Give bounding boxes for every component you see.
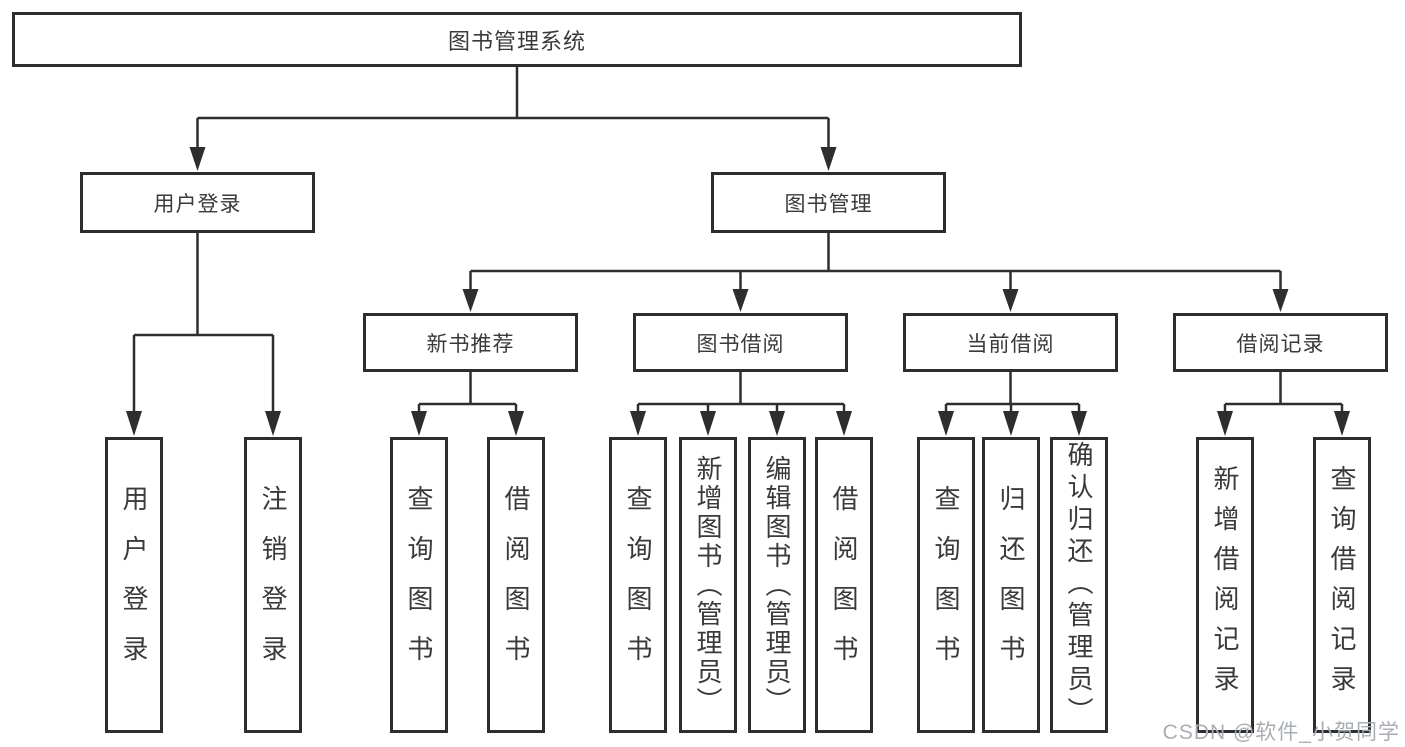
leaf-label: 确认归还（管理员） [1064,441,1094,729]
leaf-label: 查询图书 [931,485,961,685]
node-label: 用户登录 [153,192,242,216]
leaf-user-login: 用户登录 [105,437,163,733]
leaf-label: 新增借阅记录 [1210,465,1240,705]
node-new-book-recommend: 新书推荐 [363,313,578,372]
leaf-label: 新增图书（管理员） [693,454,723,716]
leaf-label: 查询图书 [623,485,653,685]
node-label: 图书借阅 [696,332,785,356]
node-borrow-records: 借阅记录 [1173,313,1388,372]
node-book-management: 图书管理 [711,172,946,233]
leaf-edit-books-admin: 编辑图书（管理员） [748,437,806,733]
leaf-query-books-2: 查询图书 [609,437,667,733]
leaf-add-borrow-record: 新增借阅记录 [1196,437,1254,733]
node-label: 图书管理系统 [447,28,586,54]
leaf-query-books-1: 查询图书 [390,437,448,733]
node-root-system: 图书管理系统 [12,12,1022,67]
node-label: 借阅记录 [1236,332,1325,356]
leaf-return-books: 归还图书 [982,437,1040,733]
leaf-label: 编辑图书（管理员） [762,454,792,716]
leaf-label: 归还图书 [996,485,1026,685]
leaf-query-books-3: 查询图书 [917,437,975,733]
leaf-borrow-books-1: 借阅图书 [487,437,545,733]
node-current-borrow: 当前借阅 [903,313,1118,372]
leaf-add-books-admin: 新增图书（管理员） [679,437,737,733]
leaf-confirm-return-admin: 确认归还（管理员） [1050,437,1108,733]
leaf-label: 用户登录 [119,485,149,685]
leaf-label: 借阅图书 [829,485,859,685]
leaf-label: 查询图书 [404,485,434,685]
leaf-logout: 注销登录 [244,437,302,733]
leaf-label: 查询借阅记录 [1327,465,1357,705]
node-book-borrow: 图书借阅 [633,313,848,372]
csdn-watermark: CSDN @软件_小贺同学 [1162,721,1400,744]
node-user-login: 用户登录 [80,172,315,233]
node-label: 新书推荐 [426,332,515,356]
node-label: 图书管理 [784,192,873,216]
leaf-label: 借阅图书 [501,485,531,685]
leaf-borrow-books-2: 借阅图书 [815,437,873,733]
leaf-label: 注销登录 [258,485,288,685]
leaf-query-borrow-record: 查询借阅记录 [1313,437,1371,733]
node-label: 当前借阅 [966,332,1055,356]
